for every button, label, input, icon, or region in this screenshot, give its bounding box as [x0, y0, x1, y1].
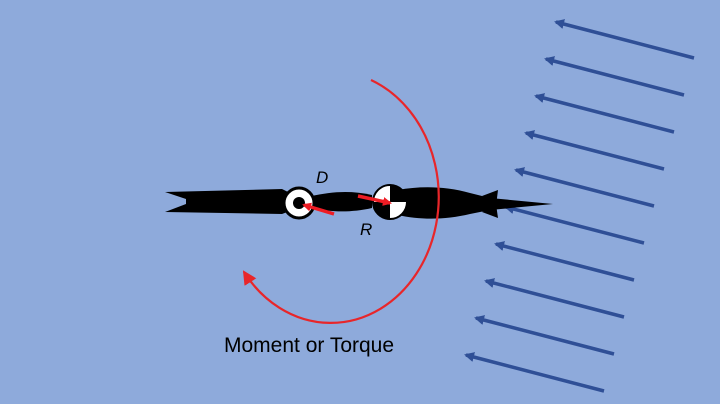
drag-force-arrow — [302, 202, 335, 216]
curved-arrow-icon — [242, 79, 440, 324]
lift-force-arrow — [357, 194, 392, 206]
wind-arrows — [464, 19, 695, 393]
drag-point-marker — [282, 186, 316, 220]
diagram-caption: Moment or Torque — [224, 334, 394, 357]
arrow-left-icon — [504, 204, 645, 245]
arrow-left-icon — [534, 93, 675, 134]
arrow-left-icon — [524, 130, 665, 171]
arrow-left-icon — [494, 241, 635, 282]
arrow-left-icon — [514, 167, 655, 208]
arrow-left-icon — [464, 352, 605, 393]
rocket-body — [165, 187, 553, 219]
arrow-left-icon — [474, 315, 615, 356]
arrow-left-icon — [544, 56, 685, 97]
reference-point-label: R — [360, 220, 372, 239]
drag-point-label: D — [316, 168, 328, 187]
rocket-nose — [398, 187, 553, 219]
arrow-left-icon — [484, 278, 625, 319]
rocket-mid — [312, 192, 372, 212]
rocket-tail — [165, 189, 290, 214]
arrow-left-icon — [554, 19, 695, 60]
rocket-fin — [482, 190, 498, 218]
